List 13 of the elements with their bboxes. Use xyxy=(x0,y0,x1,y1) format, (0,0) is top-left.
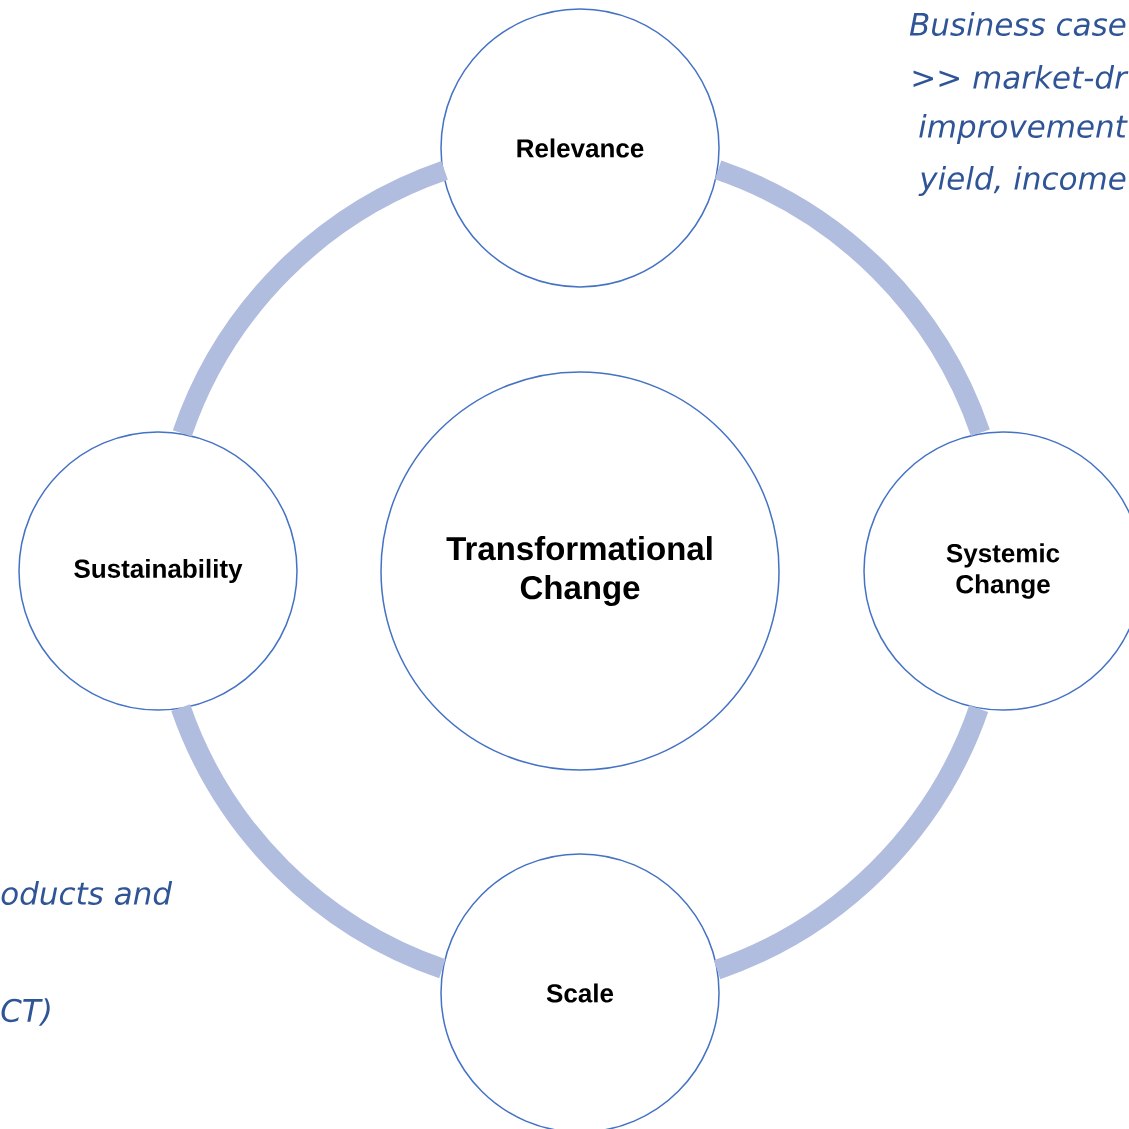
circle-node: Transformational Change xyxy=(380,371,780,771)
note-text: yield, income xyxy=(918,166,1126,196)
note-text: >> market-dr xyxy=(913,65,1129,89)
note-text: improvement xyxy=(919,114,1128,144)
circle-node: Sustainability xyxy=(18,431,298,711)
note-text: Business case xyxy=(909,12,1126,36)
ring-segment xyxy=(171,704,446,979)
circle-node: Relevance xyxy=(440,8,720,288)
note-text: oducts and xyxy=(1,881,173,905)
ring-segment xyxy=(713,705,989,980)
ring-segment xyxy=(714,160,990,437)
ring-segment xyxy=(172,161,449,437)
note-text: CT) xyxy=(1,998,50,1026)
